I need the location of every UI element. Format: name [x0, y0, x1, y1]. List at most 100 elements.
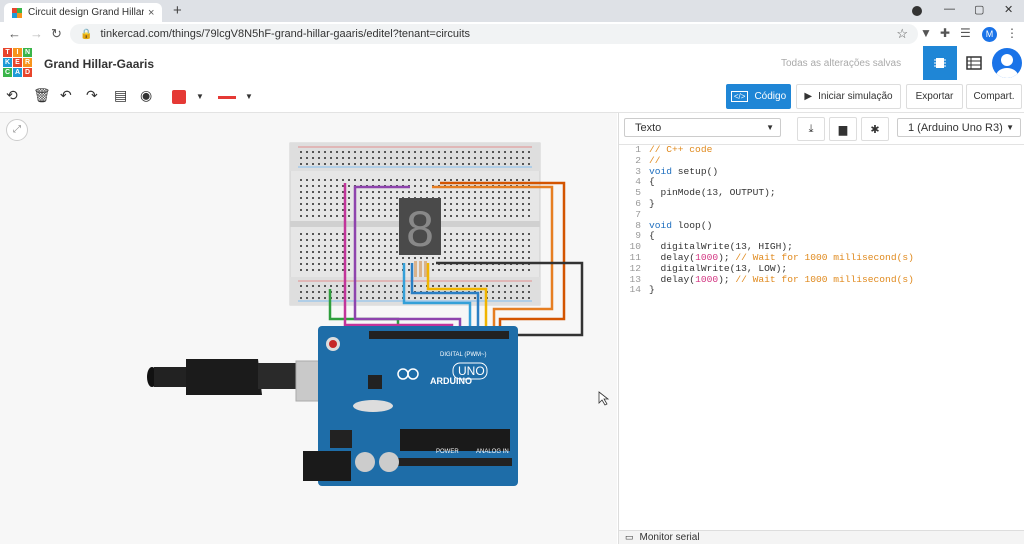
code-line[interactable]: 4{: [619, 177, 1024, 188]
code-line[interactable]: 7: [619, 209, 1024, 221]
code-line[interactable]: 5 pinMode(13, OUTPUT);: [619, 187, 1024, 199]
code-line[interactable]: 14}: [619, 285, 1024, 296]
uno-label: UNO: [458, 364, 485, 378]
line-number: 8: [635, 219, 641, 231]
code-token: setup(): [672, 165, 719, 177]
forward-icon[interactable]: →: [30, 26, 43, 41]
code-token: }: [649, 197, 655, 209]
arduino-uno-board[interactable]: ARDUINO UNO DIGITAL (PWM~) POWER ANALOG …: [303, 326, 518, 486]
reading-list-icon[interactable]: ☰: [960, 26, 971, 40]
code-token: // C++ code: [649, 144, 713, 155]
serial-monitor-bar[interactable]: ▭ Monitor serial: [619, 530, 1024, 544]
line-number: 4: [635, 176, 641, 188]
code-line[interactable]: 11 delay(1000); // Wait for 1000 millise…: [619, 251, 1024, 264]
profile-avatar[interactable]: M: [982, 27, 997, 42]
circuit-drawing: 8 ARDUINO: [147, 142, 610, 486]
tinkercad-logo[interactable]: T I N K E R C A D: [3, 48, 32, 77]
new-tab-button[interactable]: +: [173, 2, 182, 19]
reload-icon[interactable]: ↻: [51, 26, 62, 41]
close-window-button[interactable]: ✕: [1004, 4, 1014, 16]
line-number: 2: [635, 154, 641, 166]
line-number: 3: [635, 165, 641, 177]
wires[interactable]: [328, 181, 584, 337]
line-number: 5: [635, 187, 641, 199]
component-list-button[interactable]: [957, 46, 991, 80]
maximize-button[interactable]: ▢: [974, 4, 985, 16]
bug-icon: ✱: [870, 123, 880, 136]
notes-icon[interactable]: ▤: [114, 87, 128, 103]
tab-title: Circuit design Grand Hillar-Gaaris: [28, 7, 144, 18]
color-swatch[interactable]: [172, 90, 186, 104]
wire[interactable]: [410, 263, 480, 335]
seven-segment-display[interactable]: 8: [399, 198, 441, 257]
visibility-icon[interactable]: ◉: [140, 87, 153, 103]
browser-tabstrip: Circuit design Grand Hillar-Gaaris × + —…: [0, 0, 1024, 22]
code-token: //: [649, 154, 661, 166]
start-simulation-button[interactable]: ▶ Iniciar simulação: [796, 84, 901, 109]
code-line[interactable]: 12 digitalWrite(13, LOW);: [619, 263, 1024, 275]
download-code-button[interactable]: ⤓: [797, 117, 825, 141]
wire-dropdown-icon[interactable]: ▼: [245, 92, 253, 101]
chevron-down-icon: ▼: [766, 123, 774, 132]
user-avatar[interactable]: [992, 48, 1022, 78]
code-line[interactable]: 13 delay(1000); // Wait for 1000 millise…: [619, 274, 1024, 286]
wire-style-icon[interactable]: [218, 96, 236, 99]
save-status: Todas as alterações salvas: [781, 58, 902, 69]
wire[interactable]: [436, 261, 584, 337]
color-dropdown-icon[interactable]: ▼: [196, 92, 204, 101]
browser-tab[interactable]: Circuit design Grand Hillar-Gaaris ×: [4, 3, 162, 22]
minimize-button[interactable]: —: [944, 3, 955, 15]
fit-view-icon[interactable]: ⤢: [6, 119, 28, 141]
tab-close-icon[interactable]: ×: [148, 6, 155, 19]
rotate-icon[interactable]: ⟲: [6, 87, 18, 103]
delete-icon[interactable]: 🗑: [33, 87, 51, 103]
code-line[interactable]: 6}: [619, 197, 1024, 210]
download-icon: ⤓: [808, 122, 814, 135]
wire[interactable]: [353, 185, 462, 335]
project-name[interactable]: Grand Hillar-Gaaris: [44, 57, 155, 71]
url-text: tinkercad.com/things/79lcgV8N5hF-grand-h…: [100, 28, 471, 40]
code-line[interactable]: 2 //: [619, 154, 1024, 167]
bookmark-star-icon[interactable]: ☆: [896, 26, 908, 41]
usb-cable[interactable]: [147, 359, 347, 402]
power-label: POWER: [436, 449, 459, 455]
code-line[interactable]: 10 digitalWrite(13, HIGH);: [619, 241, 1024, 253]
wire[interactable]: [432, 185, 554, 335]
extensions-puzzle-icon[interactable]: ✚: [940, 26, 951, 40]
tinkercad-favicon: [12, 7, 22, 18]
browser-menu-icon[interactable]: ⋮: [1006, 26, 1018, 40]
profile-dropdown-icon[interactable]: [912, 6, 922, 16]
wire[interactable]: [440, 181, 566, 335]
redo-icon[interactable]: ↷: [86, 87, 98, 103]
code-button[interactable]: </> Código: [726, 84, 791, 109]
code-token: digitalWrite(13, HIGH);: [649, 241, 793, 253]
mouse-cursor-icon: [598, 391, 610, 406]
device-select[interactable]: 1 (Arduino Uno R3) ▼: [897, 118, 1021, 137]
library-button[interactable]: ▆: [829, 117, 857, 141]
chevron-down-icon: ▼: [1006, 123, 1014, 132]
circuit-canvas[interactable]: ⤢ 8: [0, 113, 617, 544]
back-icon[interactable]: ←: [8, 26, 21, 41]
omnibox[interactable]: 🔒 tinkercad.com/things/79lcgV8N5hF-grand…: [70, 24, 918, 44]
code-panel-toolbar: Texto ▼ ⤓ ▆ ✱ 1 (Arduino Uno R3) ▼: [619, 113, 1024, 145]
share-button[interactable]: Compart.: [966, 84, 1022, 109]
undo-icon[interactable]: ↶: [60, 87, 72, 103]
circuit-view-button[interactable]: [923, 46, 957, 80]
wire[interactable]: [426, 263, 488, 335]
table-icon: [966, 56, 982, 70]
code-mode-select[interactable]: Texto ▼: [624, 118, 781, 137]
wire[interactable]: [402, 263, 472, 335]
code-token: void: [649, 219, 673, 231]
code-line[interactable]: 1// C++ code: [619, 144, 1024, 156]
export-button[interactable]: Exportar: [906, 84, 963, 109]
debugger-button[interactable]: ✱: [861, 117, 889, 141]
resistor[interactable]: [414, 261, 427, 277]
serial-monitor-icon: ▭: [625, 532, 634, 542]
code-line[interactable]: 9{: [619, 231, 1024, 242]
analog-label: ANALOG IN: [476, 449, 509, 455]
extension-v-icon[interactable]: ▼: [920, 26, 932, 40]
code-token: delay(: [649, 251, 696, 263]
